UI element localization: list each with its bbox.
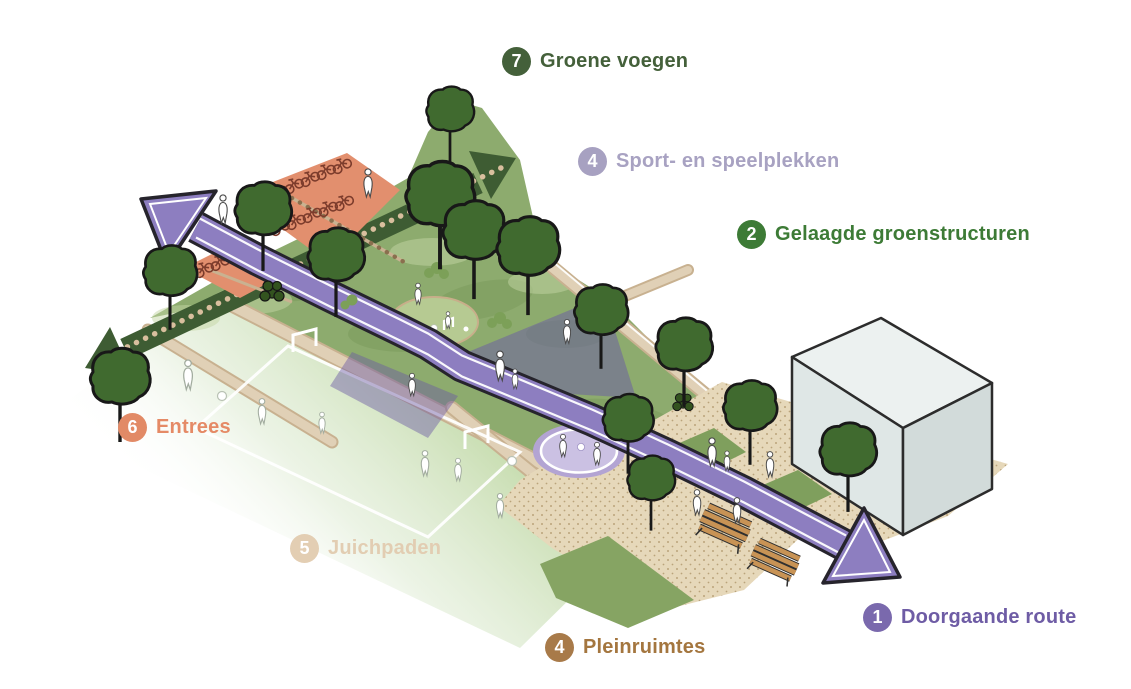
legend-item-groene-voegen: 7 Groene voegen xyxy=(502,47,688,76)
legend-label-pleinruimtes: Pleinruimtes xyxy=(583,636,706,658)
legend-label-gelaagde-groenstructuren: Gelaagde groenstructuren xyxy=(775,223,1030,245)
legend-badge-2: 2 xyxy=(737,220,766,249)
legend-item-gelaagde-groenstructuren: 2 Gelaagde groenstructuren xyxy=(737,220,1030,249)
legend-item-doorgaande-route: 1 Doorgaande route xyxy=(863,603,1076,632)
legend-item-pleinruimtes: 4 Pleinruimtes xyxy=(545,633,705,662)
legend-item-sport-speelplekken: 4 Sport- en speelplekken xyxy=(578,147,839,176)
legend-badge-1: 1 xyxy=(863,603,892,632)
route-arrowhead-southeast xyxy=(821,506,902,585)
field-lines xyxy=(193,327,523,539)
legend-label-entrees: Entrees xyxy=(156,416,231,438)
legend-item-juichpaden: 5 Juichpaden xyxy=(290,534,441,563)
legend-label-groene-voegen: Groene voegen xyxy=(540,50,689,72)
legend-label-doorgaande-route: Doorgaande route xyxy=(901,606,1077,628)
legend-badge-5: 5 xyxy=(290,534,319,563)
legend-badge-4-plein: 4 xyxy=(545,633,574,662)
route-arrowhead-northwest xyxy=(139,189,218,267)
legend-label-juichpaden: Juichpaden xyxy=(328,537,442,559)
purple-route xyxy=(139,189,902,585)
legend-badge-7: 7 xyxy=(502,47,531,76)
sports-fields xyxy=(40,298,656,648)
legend-badge-6: 6 xyxy=(118,413,147,442)
legend-item-entrees: 6 Entrees xyxy=(118,413,231,442)
legend-badge-4-sport: 4 xyxy=(578,147,607,176)
legend-label-sport-speelplekken: Sport- en speelplekken xyxy=(616,150,840,172)
shrubs xyxy=(259,262,694,412)
